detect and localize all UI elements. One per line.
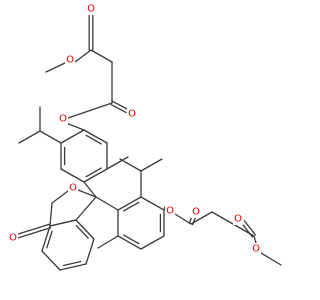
atom-bg	[191, 206, 201, 218]
oxygen-atom-label: O	[128, 109, 136, 120]
atom-label-layer: O O O O O O O O O O	[8, 3, 261, 255]
bond-line	[110, 103, 127, 114]
atom-bg	[68, 182, 78, 194]
bond-line	[123, 201, 140, 212]
oxygen-atom-label: O	[234, 214, 242, 225]
bond-line	[75, 196, 97, 221]
bond-line	[16, 223, 51, 235]
atom-bg	[165, 205, 175, 217]
bond-line	[106, 156, 129, 170]
bond-line	[260, 252, 282, 266]
bond-line	[46, 230, 53, 249]
bond-line	[117, 196, 142, 211]
bond-layer	[16, 14, 282, 271]
oxygen-atom-label: O	[166, 206, 174, 217]
atom-bg	[233, 213, 243, 225]
bond-line	[85, 238, 95, 265]
bond-line	[90, 49, 113, 63]
bond-line	[51, 190, 69, 204]
bond-line	[95, 196, 119, 211]
bond-line	[67, 102, 113, 119]
oxygen-atom-label: O	[252, 244, 260, 255]
bond-line	[41, 250, 61, 271]
bond-line	[77, 189, 97, 198]
bond-line	[119, 158, 142, 172]
bond-line	[211, 211, 234, 225]
bond-line	[83, 168, 108, 183]
bond-line	[45, 62, 66, 73]
bond-line	[85, 167, 102, 178]
bond-line	[174, 213, 192, 225]
bond-line	[49, 219, 77, 227]
bond-line	[60, 168, 85, 183]
bond-line	[49, 202, 53, 227]
molecule-drawing: O O O O O O O O O O	[8, 3, 282, 271]
oxygen-atom-label: O	[69, 183, 77, 194]
atom-bg	[127, 108, 137, 120]
oxygen-atom-label: O	[59, 114, 67, 125]
structure-diagram: O O O O O O O O O O	[8, 3, 282, 271]
oxygen-atom-label: O	[87, 4, 95, 15]
bond-line	[112, 100, 129, 111]
atom-bg	[65, 54, 75, 66]
oxygen-atom-label: O	[66, 55, 74, 66]
bond-line	[190, 211, 213, 225]
bond-line	[97, 235, 119, 249]
bond-line	[60, 129, 85, 144]
bond-line	[243, 220, 257, 236]
bond-line	[17, 227, 52, 239]
bond-line	[123, 234, 140, 245]
bond-line	[65, 122, 85, 131]
bond-line	[253, 235, 257, 244]
bond-line	[163, 206, 166, 211]
bond-line	[117, 235, 142, 250]
bond-line	[140, 196, 165, 211]
bond-line	[75, 225, 89, 239]
oxygen-atom-label: O	[9, 233, 17, 244]
bond-line	[59, 263, 87, 271]
bond-line	[85, 134, 102, 145]
bond-line	[83, 129, 108, 144]
atom-bg	[86, 3, 96, 15]
bond-line	[140, 158, 163, 172]
bond-line	[83, 181, 97, 198]
bond-line	[18, 130, 41, 144]
atom-bg	[58, 113, 68, 125]
bond-line	[74, 49, 92, 63]
bond-line	[140, 235, 165, 250]
atom-bg	[251, 243, 261, 255]
bond-line	[240, 222, 254, 238]
atom-bg	[8, 232, 18, 244]
bond-line	[39, 130, 62, 144]
bond-line	[75, 219, 95, 240]
bond-line	[41, 225, 51, 252]
bond-line	[62, 260, 82, 267]
oxygen-atom-label: O	[192, 207, 200, 218]
